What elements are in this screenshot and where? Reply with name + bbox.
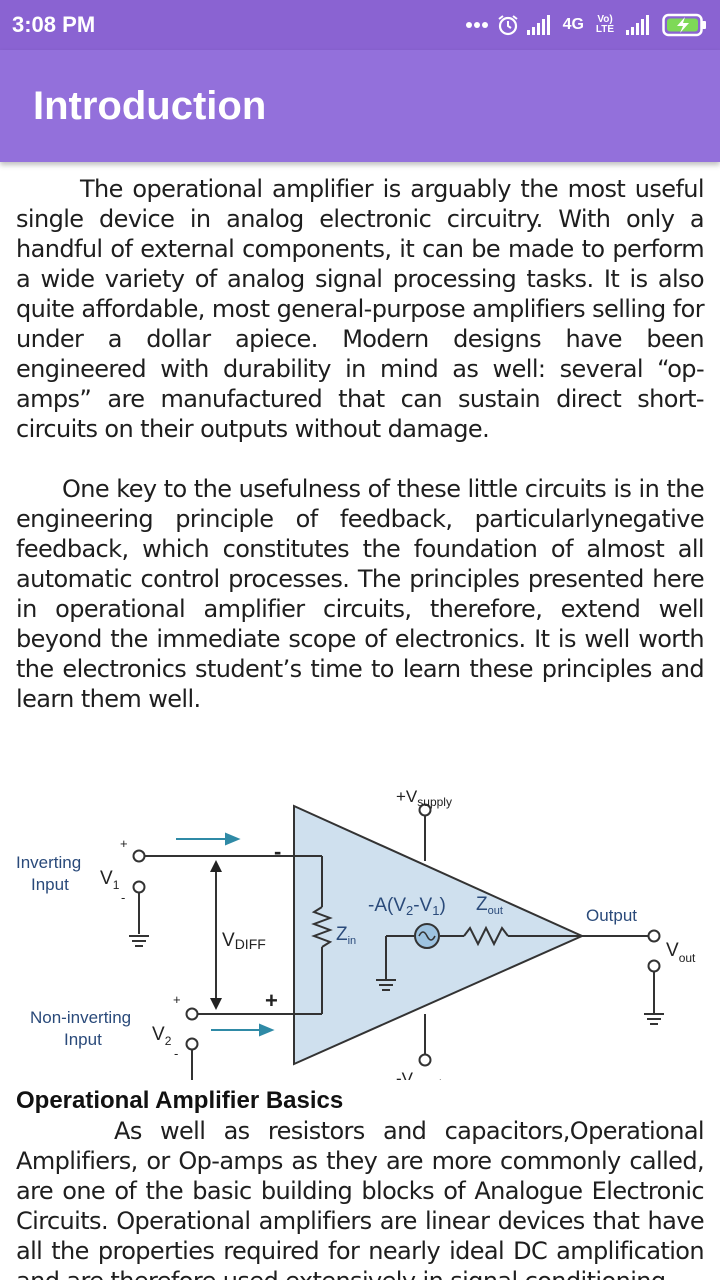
paragraph-feedback: One key to the usefulness of these littl… — [16, 475, 705, 713]
output-label: Output — [586, 906, 637, 925]
battery-charging-icon — [662, 13, 708, 37]
inverting-label-2: Input — [31, 875, 69, 894]
volte-icon: Vo) LTE — [595, 14, 615, 35]
v1-plus: + — [120, 836, 128, 851]
paragraph-intro: The operational amplifier is arguably th… — [16, 175, 705, 443]
signal-icon-2 — [626, 15, 654, 35]
network-type: 4G — [562, 16, 584, 33]
gain-expression: -A(V2-V1) — [368, 895, 446, 918]
more-dots-icon — [465, 21, 489, 29]
v2-minus: - — [174, 1046, 178, 1061]
signal-icon — [526, 15, 555, 35]
inverting-minus: - — [274, 839, 281, 864]
inverting-label-1: Inverting — [16, 853, 81, 872]
paragraph-basics: As well as resistors and capacitors,Oper… — [16, 1117, 705, 1280]
noninverting-plus: + — [265, 988, 278, 1013]
vsupply-pos-label: +Vsupply — [396, 787, 452, 809]
v2-label: V2 — [152, 1024, 172, 1048]
vsupply-neg-label: -Vsupply — [396, 1069, 448, 1080]
noninverting-label-1: Non-inverting — [30, 1008, 131, 1027]
vout-label: Vout — [666, 940, 696, 965]
op-amp-diagram: Inverting Input Non-inverting Input Outp… — [16, 787, 696, 1080]
status-time: 3:08 PM — [12, 12, 96, 37]
status-icons: 4G Vo) LTE — [465, 13, 708, 37]
noninverting-label-2: Input — [64, 1030, 102, 1049]
zout-label: Zout — [476, 894, 503, 917]
v2-plus: + — [173, 992, 181, 1007]
status-bar: 3:08 PM 4G Vo) LTE — [0, 0, 720, 50]
alarm-icon — [497, 14, 519, 36]
section-heading: Operational Amplifier Basics — [16, 1087, 344, 1114]
vdiff-label: VDIFF — [222, 930, 266, 952]
page-title: Introduction — [33, 83, 267, 128]
v1-label: V1 — [100, 868, 120, 892]
app-bar: Introduction — [0, 50, 720, 162]
v1-minus: - — [121, 890, 125, 905]
zin-label: Zin — [336, 924, 356, 947]
article-content: The operational amplifier is arguably th… — [16, 174, 705, 1280]
